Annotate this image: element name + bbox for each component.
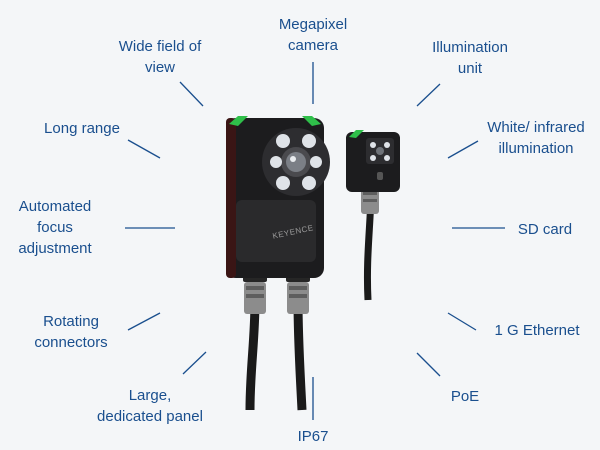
leader-lines (125, 62, 505, 420)
lens (286, 152, 306, 172)
label-automated-focus-adjustment: Automated focus adjustment (18, 198, 92, 257)
label-megapixel-camera: Megapixel camera (278, 16, 348, 54)
label-large-dedicated-panel: Large, dedicated panel (97, 387, 203, 425)
main-camera-cables (243, 266, 310, 411)
leader-line-illumination-unit (416, 83, 441, 107)
leader-line-panel (182, 351, 207, 375)
label-long-range: Long range (44, 120, 120, 137)
label-poe: PoE (450, 388, 480, 405)
label-1g-ethernet: 1 G Ethernet (494, 322, 580, 339)
label-sd-card: SD card (517, 221, 573, 238)
cable-left (245, 299, 260, 411)
leader-line-wide-field (179, 81, 204, 107)
label-wide-field-of-view: Wide field of view (118, 38, 202, 76)
small-illumination-unit (346, 130, 400, 301)
illumination-leds (270, 134, 322, 190)
dedicated-panel (236, 200, 316, 262)
leader-line-rotating (127, 312, 161, 331)
label-illumination-unit: Illumination unit (432, 39, 508, 77)
label-rotating-connectors: Rotating connectors (34, 313, 108, 351)
status-led-left (229, 116, 248, 126)
leader-line-ethernet (447, 312, 477, 331)
leader-line-long-range (127, 139, 161, 159)
leader-line-poe (416, 352, 441, 377)
leader-line-white-infrared (447, 140, 479, 159)
main-camera-body (226, 116, 330, 278)
label-ip67: IP67 (297, 428, 329, 445)
cable-right (293, 299, 307, 411)
status-led-right (302, 116, 321, 126)
label-white-infrared-illumination: White/ infrared illumination (487, 119, 585, 157)
